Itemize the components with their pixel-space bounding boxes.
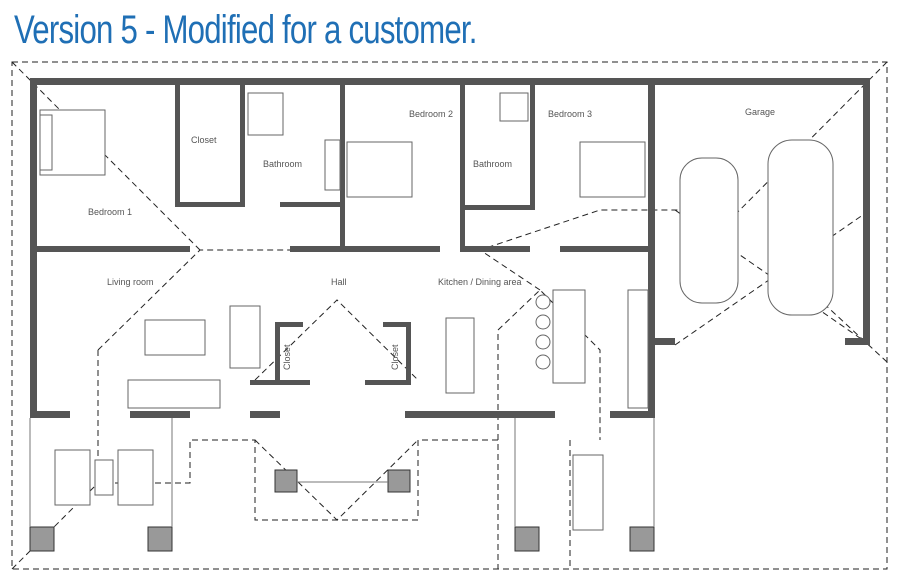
label-bedroom-3: Bedroom 3 — [548, 109, 592, 119]
sofa — [127, 379, 221, 409]
label-closet-left: Closet — [282, 344, 292, 370]
label-closet-right: Closet — [390, 344, 400, 370]
side-table — [94, 459, 114, 496]
dining-table — [445, 317, 475, 394]
bathtub — [247, 92, 284, 136]
coffee-table — [144, 319, 206, 356]
label-closet-main: Closet — [191, 135, 217, 145]
armchair-2 — [117, 449, 154, 506]
label-bathroom-2: Bathroom — [473, 159, 512, 169]
bed-2 — [346, 141, 413, 198]
label-kitchen: Kitchen / Dining area — [438, 277, 522, 287]
cars — [679, 139, 834, 316]
label-hall: Hall — [331, 277, 347, 287]
vanity — [324, 139, 341, 191]
bed-3 — [579, 141, 646, 198]
furniture — [39, 92, 649, 531]
interior-walls — [30, 85, 650, 385]
label-bathroom-1: Bathroom — [263, 159, 302, 169]
kitchen-island — [552, 289, 586, 384]
tv-unit — [229, 305, 261, 369]
patio-table — [572, 454, 604, 531]
shower — [499, 92, 529, 122]
counter — [627, 289, 649, 409]
porch-columns — [29, 418, 655, 552]
label-living-room: Living room — [107, 277, 154, 287]
plan-title: Version 5 - Modified for a customer. — [14, 8, 477, 52]
label-bedroom-2: Bedroom 2 — [409, 109, 453, 119]
label-bedroom-1: Bedroom 1 — [88, 207, 132, 217]
label-garage: Garage — [745, 107, 775, 117]
armchair-1 — [54, 449, 91, 506]
car-1 — [679, 157, 739, 304]
car-2 — [767, 139, 834, 316]
